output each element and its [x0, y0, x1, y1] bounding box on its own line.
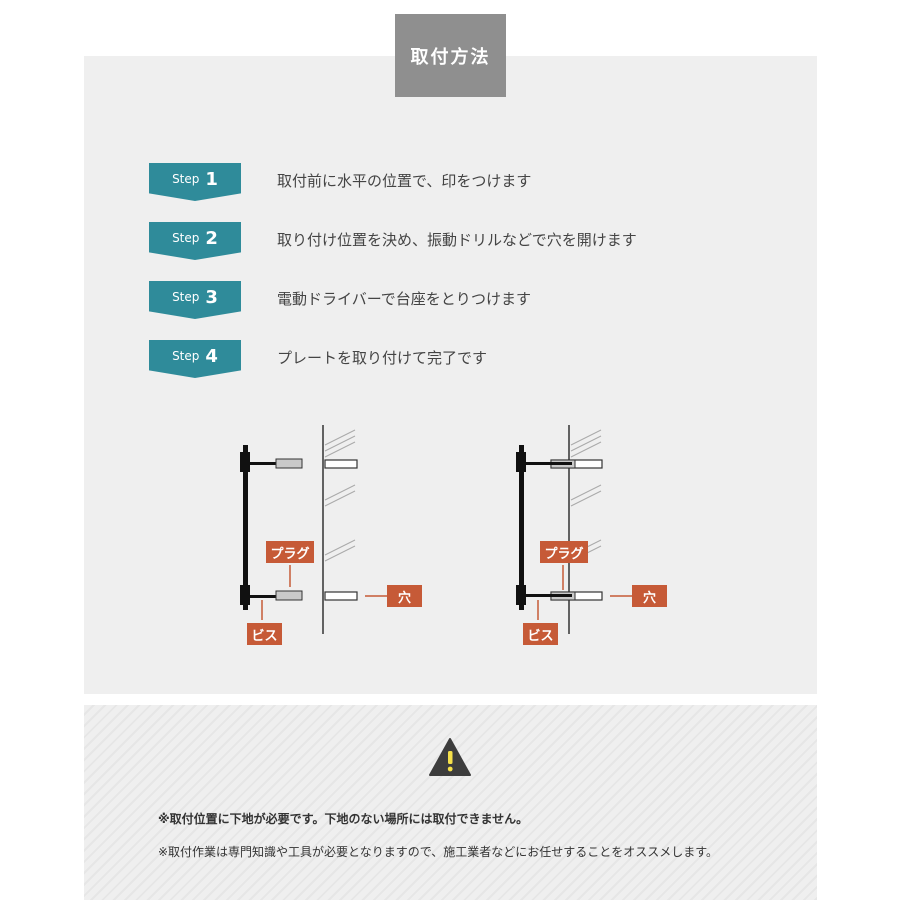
page-title: 取付方法 — [395, 14, 506, 97]
wall-hatching — [324, 429, 356, 562]
caution-note-2: ※取付作業は専門知識や工具が必要となりますので、施工業者などにお任せすることをオ… — [158, 845, 719, 859]
step-text: 電動ドライバーで台座をとりつけます — [277, 290, 531, 308]
step-text: 取付前に水平の位置で、印をつけます — [277, 172, 532, 190]
step-row-1: Step 1 取付前に水平の位置で、印をつけます — [149, 163, 749, 203]
plug-label: プラグ — [540, 541, 588, 563]
hole-top — [324, 459, 358, 469]
hole-label: 穴 — [632, 585, 667, 607]
step-badge-1: Step 1 — [149, 163, 241, 201]
step-row-3: Step 3 電動ドライバーで台座をとりつけます — [149, 281, 749, 321]
plate-post — [519, 445, 524, 610]
caution-note-1: ※取付位置に下地が必要です。下地のない場所には取付できません。 — [158, 812, 529, 826]
step-word: Step — [172, 172, 200, 186]
step-text: 取り付け位置を決め、振動ドリルなどで穴を開けます — [277, 231, 637, 249]
diagram-before-drawing — [240, 425, 387, 634]
step-badge-3: Step 3 — [149, 281, 241, 319]
plug-bottom — [275, 590, 303, 601]
plug-top — [275, 458, 303, 469]
plug-label: プラグ — [266, 541, 314, 563]
step-row-4: Step 4 プレートを取り付けて完了です — [149, 340, 749, 380]
screw-bottom — [524, 594, 572, 597]
step-badge-2: Step 2 — [149, 222, 241, 260]
plate-base-top — [516, 452, 526, 472]
plate-post — [243, 445, 248, 610]
screw-label: ビス — [247, 623, 282, 645]
installation-diagram-after: プラグ 穴 ビス — [506, 420, 746, 650]
step-number: 1 — [205, 168, 218, 190]
step-word: Step — [172, 231, 200, 245]
screw-bottom — [248, 595, 276, 598]
wall-hatching — [570, 429, 602, 562]
step-text: プレートを取り付けて完了です — [277, 349, 488, 367]
step-number: 2 — [205, 227, 218, 249]
screw-top — [524, 462, 572, 465]
plate-base-bottom — [516, 585, 526, 605]
step-word: Step — [172, 349, 200, 363]
diagram-after-drawing — [516, 425, 632, 634]
warning-icon — [429, 738, 471, 776]
step-number: 4 — [205, 345, 218, 367]
caution-panel — [84, 705, 817, 900]
installation-diagram-before: プラグ 穴 ビス — [230, 420, 470, 650]
hole-label: 穴 — [387, 585, 422, 607]
plate-base-bottom — [240, 585, 250, 605]
screw-label: ビス — [523, 623, 558, 645]
plate-base-top — [240, 452, 250, 472]
step-number: 3 — [205, 286, 218, 308]
screw-top — [248, 462, 276, 465]
step-badge-4: Step 4 — [149, 340, 241, 378]
hole-bottom — [324, 591, 358, 601]
step-row-2: Step 2 取り付け位置を決め、振動ドリルなどで穴を開けます — [149, 222, 749, 262]
step-word: Step — [172, 290, 200, 304]
